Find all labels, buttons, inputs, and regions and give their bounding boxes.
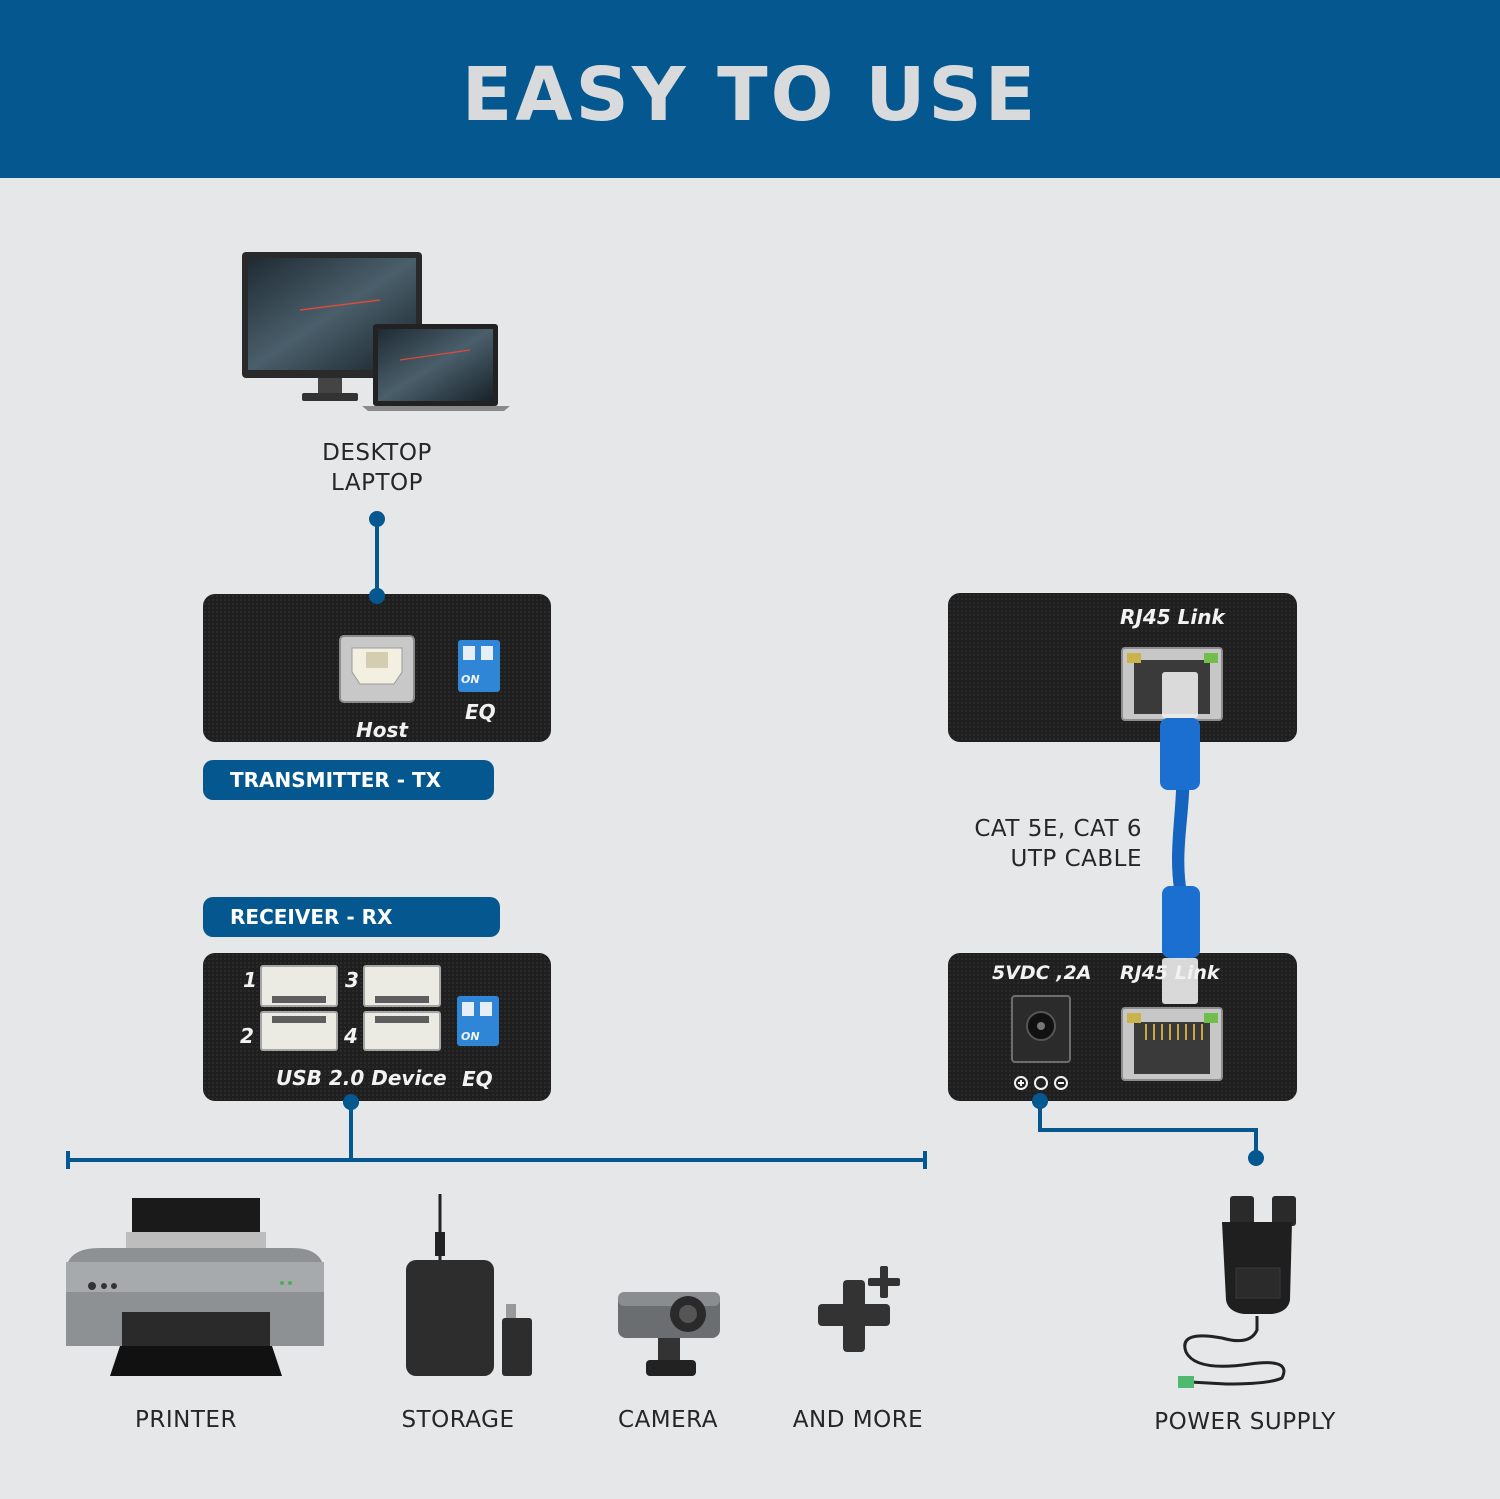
printer-label: PRINTER bbox=[135, 1407, 237, 1433]
camera-label: CAMERA bbox=[618, 1407, 718, 1433]
tx-eq-label: EQ bbox=[465, 700, 496, 724]
power-adapter-icon bbox=[1178, 1196, 1296, 1388]
storage-icon bbox=[406, 1194, 532, 1376]
printer-icon bbox=[66, 1198, 324, 1376]
rx-eq-label: EQ bbox=[462, 1067, 493, 1091]
plus-more-icon bbox=[818, 1266, 900, 1352]
tx-internals bbox=[339, 635, 500, 703]
storage-label: STORAGE bbox=[401, 1407, 515, 1433]
port-number-3: 3 bbox=[345, 968, 359, 992]
tx-dip-on-label: ON bbox=[461, 673, 480, 686]
desktop-laptop-icon bbox=[242, 252, 510, 411]
rj45-bottom-internals bbox=[1011, 995, 1223, 1090]
port-number-1: 1 bbox=[243, 968, 257, 992]
power-supply-dot bbox=[1248, 1150, 1264, 1166]
ethernet-cable bbox=[1160, 672, 1200, 1004]
rj45-bottom-label: RJ45 Link bbox=[1120, 962, 1220, 984]
and-more-label: AND MORE bbox=[792, 1407, 924, 1433]
host-label: Host bbox=[356, 718, 408, 742]
usb-device-label: USB 2.0 Device bbox=[276, 1066, 447, 1090]
power-connector-line bbox=[1038, 1102, 1258, 1158]
port-number-4: 4 bbox=[344, 1024, 358, 1048]
rx-internals bbox=[260, 965, 499, 1051]
power-spec-label: 5VDC ,2A bbox=[992, 962, 1092, 984]
host-connector-dot bbox=[369, 511, 385, 527]
port-number-2: 2 bbox=[240, 1024, 254, 1048]
receiver-pill: RECEIVER - RX bbox=[203, 897, 500, 937]
rx-dip-on-label: ON bbox=[461, 1030, 480, 1043]
desktop-label: DESKTOP bbox=[322, 440, 432, 466]
cable-label-line2: UTP CABLE bbox=[1010, 846, 1142, 872]
rj45-top-label: RJ45 Link bbox=[1120, 605, 1225, 629]
camera-icon bbox=[618, 1292, 720, 1376]
laptop-label: LAPTOP bbox=[331, 470, 423, 496]
power-supply-label: POWER SUPPLY bbox=[1154, 1409, 1336, 1435]
transmitter-pill: TRANSMITTER - TX bbox=[203, 760, 494, 800]
connector-lines bbox=[66, 520, 1258, 1169]
header-banner bbox=[0, 0, 1500, 178]
cable-label-line1: CAT 5E, CAT 6 bbox=[974, 816, 1142, 842]
page-title: EASY TO USE bbox=[461, 52, 1039, 138]
